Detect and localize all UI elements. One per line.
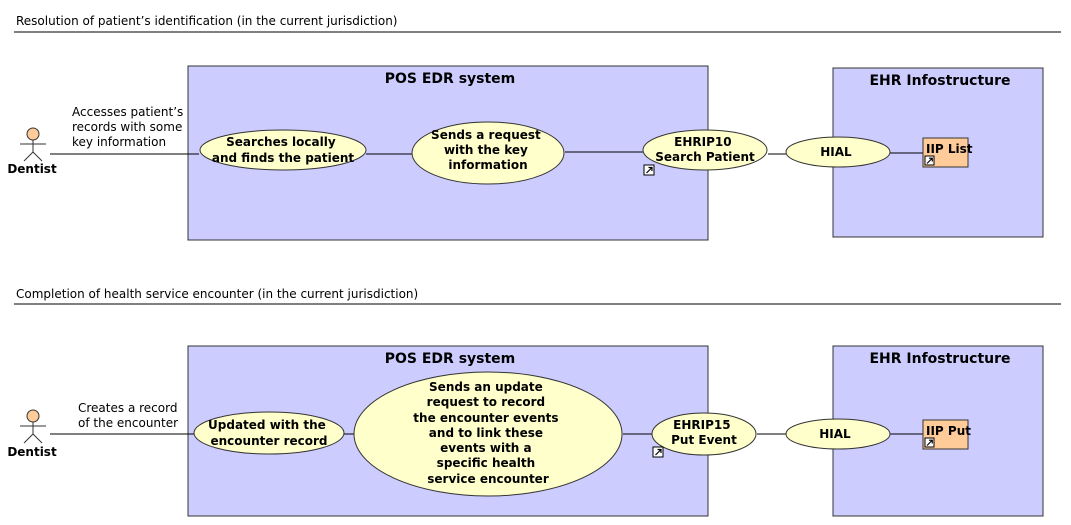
system-title: POS EDR system [385,351,516,367]
svg-text:HIAL: HIAL [819,427,851,441]
shortcut-icon[interactable] [924,437,935,448]
iip-put-component[interactable]: IIP Put [922,419,971,450]
usecase-send-update-request[interactable]: Sends an update request to record the en… [353,371,623,497]
svg-text:IIP List: IIP List [926,142,973,156]
usecase-search-locally[interactable]: Searches locally and finds the patient [199,129,367,171]
svg-text:HIAL: HIAL [820,145,852,159]
svg-text:Updated with the encou: Updated with the encounter record [208,418,330,448]
svg-text:Sends a request with t: Sends a request with the key information [431,128,545,172]
iip-list-component[interactable]: IIP List [922,137,973,168]
section-patient-identification: Resolution of patient’s identification (… [7,14,1061,241]
usecase-hial[interactable]: HIAL [785,418,891,450]
ehr-title: EHR Infostructure [869,73,1010,89]
actor-head-icon [26,127,40,141]
usecase-ehrip10[interactable]: EHRIP10 Search Patient [642,129,768,171]
svg-text:Searches locally and f: Searches locally and finds the patient [212,135,355,165]
actor-label: Dentist [7,445,57,459]
svg-text:IIP Put: IIP Put [926,424,971,438]
ehr-title: EHR Infostructure [869,351,1010,367]
section-title: Completion of health service encounter (… [16,287,418,301]
section-title: Resolution of patient’s identification (… [16,14,398,28]
actor-head-icon [26,409,40,423]
usecase-hial[interactable]: HIAL [785,136,891,168]
association-label: Accesses patient’s records with some key… [72,105,187,149]
svg-text:EHRIP15 Put Event: EHRIP15 Put Event [671,418,737,447]
svg-text:Sends an update reques: Sends an update request to record the en… [413,380,562,486]
dentist-actor[interactable]: Dentist [7,409,57,459]
system-title: POS EDR system [385,71,516,87]
usecase-ehrip15[interactable]: EHRIP15 Put Event [651,412,757,456]
dentist-actor[interactable]: Dentist [7,127,57,176]
section-encounter-completion: Completion of health service encounter (… [7,287,1061,517]
association-label: Creates a record of the encounter [78,401,181,430]
shortcut-icon[interactable] [652,446,664,458]
shortcut-icon[interactable] [924,155,935,166]
svg-text:EHRIP10 Search Patient: EHRIP10 Search Patient [655,135,755,164]
usecase-send-request[interactable]: Sends a request with the key information [411,121,565,185]
actor-label: Dentist [7,162,57,176]
usecase-update-record[interactable]: Updated with the encounter record [193,411,345,455]
shortcut-icon[interactable] [643,164,655,176]
